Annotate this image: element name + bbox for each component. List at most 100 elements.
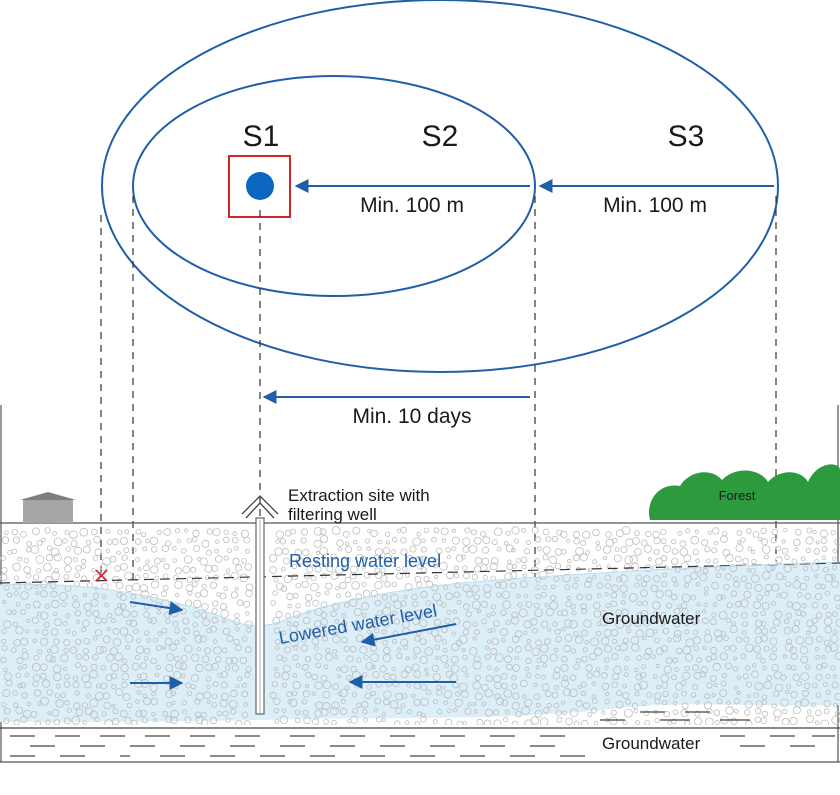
gravel-grain: [0, 573, 8, 582]
gravel-grain: [720, 594, 726, 600]
gravel-grain: [474, 674, 481, 681]
gravel-grain: [100, 664, 107, 671]
gravel-grain: [81, 575, 87, 582]
gravel-grain: [26, 701, 32, 707]
gravel-grain: [233, 638, 240, 646]
gravel-grain: [735, 600, 742, 608]
gravel-grain: [832, 674, 837, 679]
gravel-grain: [695, 581, 701, 587]
gravel-grain: [592, 559, 598, 565]
gravel-grain: [633, 708, 639, 714]
gravel-grain: [786, 601, 793, 608]
gravel-grain: [504, 572, 513, 581]
gravel-grain: [411, 593, 418, 601]
gravel-grain: [232, 531, 238, 536]
gravel-grain: [505, 619, 511, 626]
gravel-grain: [452, 609, 457, 614]
gravel-grain: [662, 627, 670, 635]
gravel-grain: [421, 538, 426, 543]
gravel-grain: [170, 716, 178, 724]
gravel-grain: [514, 538, 520, 544]
gravel-grain: [799, 646, 809, 655]
gravel-grain: [185, 682, 192, 689]
gravel-grain: [124, 571, 133, 581]
gravel-grain: [432, 719, 438, 724]
gravel-grain: [303, 627, 313, 637]
gravel-grain: [580, 603, 588, 610]
gravel-grain: [570, 604, 576, 610]
gravel-grain: [612, 673, 620, 681]
gravel-grain: [740, 537, 746, 543]
gravel-grain: [416, 564, 423, 570]
gravel-grain: [800, 556, 806, 561]
gravel-grain: [433, 527, 440, 534]
gravel-grain: [200, 719, 209, 725]
gravel-grain: [396, 566, 401, 572]
gravel-grain: [211, 616, 219, 624]
gravel-grain: [226, 635, 234, 643]
gravel-grain: [381, 594, 389, 601]
gravel-grain: [420, 546, 427, 553]
gravel-grain: [490, 575, 496, 581]
gravel-grain: [771, 528, 778, 536]
gravel-grain: [83, 637, 91, 645]
gravel-grain: [332, 649, 338, 654]
gravel-grain: [300, 528, 309, 536]
gravel-grain: [395, 572, 403, 580]
gravel-grain: [322, 635, 329, 642]
gravel-grain: [744, 700, 753, 709]
gravel-grain: [232, 557, 240, 565]
gravel-grain: [733, 576, 739, 582]
gravel-grain: [684, 622, 689, 627]
gravel-grain: [631, 643, 640, 652]
gravel-grain: [610, 591, 618, 599]
gravel-grain: [655, 557, 663, 566]
gravel-grain: [404, 583, 413, 592]
gravel-grain: [731, 611, 738, 619]
gravel-grain: [134, 655, 140, 661]
gravel-grain: [1, 628, 7, 634]
gravel-grain: [171, 700, 176, 705]
gravel-grain: [643, 653, 651, 660]
gravel-grain: [356, 657, 362, 663]
gravel-grain: [712, 602, 718, 607]
gravel-grain: [645, 530, 652, 538]
gravel-grain: [586, 576, 593, 583]
gravel-grain: [281, 671, 290, 681]
gravel-grain: [346, 655, 354, 663]
gravel-grain: [834, 651, 840, 661]
gravel-grain: [373, 708, 378, 713]
groundwater-flow-arrows: [129, 601, 457, 690]
gravel-grain: [230, 689, 238, 698]
gravel-grain: [593, 610, 602, 618]
gravel-grain: [279, 715, 288, 724]
gravel-grain: [730, 717, 738, 725]
gravel-grain: [575, 699, 583, 708]
gravel-grain: [541, 674, 546, 680]
gravel-grain: [101, 617, 107, 624]
gravel-grain: [414, 575, 422, 583]
gravel-grain: [244, 646, 252, 654]
gravel-grain: [162, 645, 167, 650]
gravel-grain: [569, 619, 578, 629]
gravel-grain: [130, 593, 137, 600]
gravel-grain: [75, 708, 84, 717]
gravel-grain: [830, 530, 836, 536]
gravel-grain: [549, 653, 559, 662]
gravel-grain: [363, 717, 369, 723]
gravel-grain: [581, 629, 588, 637]
gravel-grain: [494, 653, 504, 663]
gravel-grain: [409, 545, 417, 553]
gravel-grain: [611, 537, 618, 544]
gravel-grain: [546, 702, 552, 709]
gravel-grain: [58, 592, 68, 601]
gravel-grain: [520, 580, 528, 588]
gravel-grain: [305, 558, 312, 564]
gravel-grain: [32, 638, 37, 643]
gravel-grain: [672, 657, 679, 664]
gravel-grain: [291, 573, 299, 581]
gravel-grain: [693, 717, 703, 725]
gravel-grain: [212, 639, 218, 644]
gravel-grain: [695, 610, 700, 615]
gravel-grain: [455, 554, 464, 562]
